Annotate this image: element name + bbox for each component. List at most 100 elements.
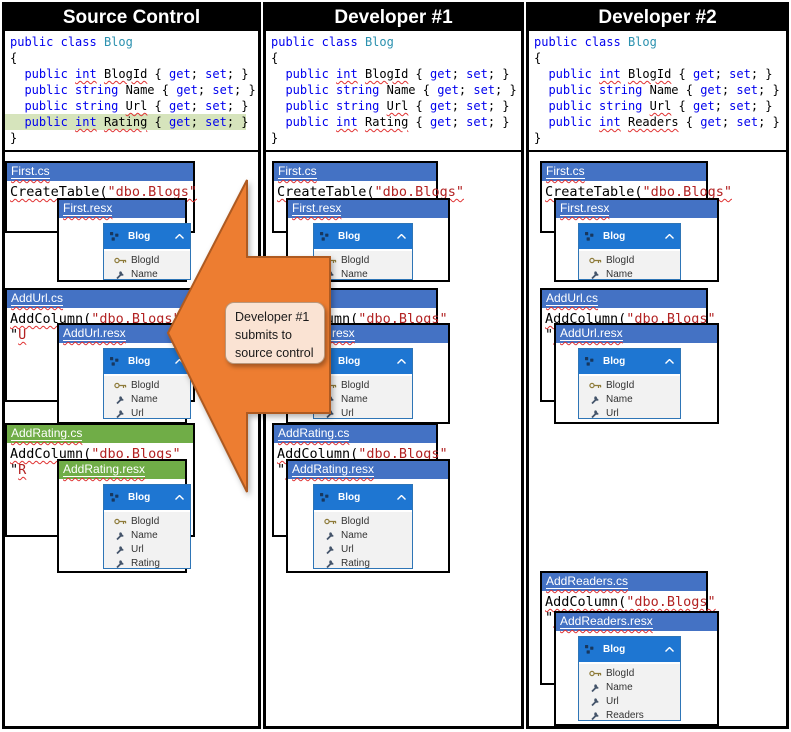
file-name: AddReaders.resx (560, 614, 653, 629)
wrench-icon (323, 558, 338, 569)
code-token: public (24, 83, 68, 97)
code-token: string (599, 99, 643, 113)
code-token: ; } (758, 83, 780, 97)
file-name-text: AddUrl.cs (11, 291, 64, 306)
code-token: CreateTable( (545, 184, 643, 200)
code-token: { (271, 51, 279, 65)
code-token: ; (190, 115, 206, 129)
code-token: AddColumn( (10, 446, 92, 462)
code-token (68, 99, 75, 113)
file-card-titlebar: First.cs (542, 163, 706, 181)
code-token: ; } (487, 67, 510, 81)
chevron-up-icon (665, 647, 674, 652)
code-token (10, 67, 24, 81)
code-token (97, 67, 104, 81)
code-token (271, 99, 285, 113)
wrench-icon (588, 408, 603, 419)
code-token: "dbo.Blogs" (374, 184, 464, 200)
code-token: get (693, 67, 715, 81)
code-token (592, 115, 599, 129)
code-token (118, 99, 125, 113)
code-token: public (548, 67, 592, 81)
code-line: } (5, 130, 246, 146)
entity-table-header: Blog (579, 637, 680, 662)
code-token (642, 99, 649, 113)
field-name: Rating (341, 557, 370, 569)
code-area-divider (266, 150, 521, 152)
field-name: Url (606, 407, 619, 419)
entity-field-row: Readers (579, 708, 680, 722)
code-token: int (75, 115, 97, 129)
code-token (97, 35, 104, 49)
code-line: public int BlogId { get; set; } (266, 66, 509, 82)
entity-table-title: Blog (603, 644, 626, 655)
code-token: public (285, 99, 329, 113)
code-token (592, 83, 599, 97)
code-token: Rating (103, 115, 148, 129)
column-title: Developer #2 (598, 7, 717, 28)
code-token: U (18, 327, 27, 343)
wrench-icon (113, 269, 128, 280)
entity-field-row: Rating (314, 556, 412, 570)
code-token (534, 115, 548, 129)
code-token (621, 67, 628, 81)
entity-field-row: Name (579, 680, 680, 694)
code-token: get (169, 67, 191, 81)
entity-table-header: Blog (579, 349, 680, 374)
file-name: First.resx (63, 201, 113, 216)
file-name: AddUrl.resx (63, 326, 126, 341)
code-token: { (534, 51, 542, 65)
code-token: ; (714, 67, 730, 81)
key-icon (113, 517, 128, 526)
code-token: get (430, 99, 452, 113)
code-token (358, 67, 365, 81)
field-name: BlogId (341, 379, 370, 391)
code-token: public (285, 67, 329, 81)
code-line: public class Blog (529, 34, 774, 50)
wrench-icon (323, 408, 338, 419)
key-icon (113, 256, 128, 265)
chevron-up-icon (665, 234, 674, 239)
file-card-titlebar: AddReaders.resx (556, 613, 717, 631)
code-token: ; (458, 83, 474, 97)
code-token: public (285, 83, 329, 97)
code-token: ; (721, 115, 737, 129)
wrench-icon (323, 530, 338, 541)
code-token: public (24, 115, 68, 129)
key-icon (323, 517, 338, 526)
migration-code-line: "R (10, 462, 26, 478)
field-name: Url (606, 695, 619, 707)
code-token: Url (386, 99, 409, 113)
entity-table-header: Blog (104, 349, 190, 374)
migration-code-line: AddColumn("dbo.Blogs" (10, 446, 181, 462)
entity-field-row: Name (104, 392, 190, 406)
code-line: public class Blog (5, 34, 246, 50)
entity-table-title: Blog (338, 356, 361, 367)
code-token: Url (125, 99, 148, 113)
chevron-up-icon (175, 234, 184, 239)
code-token: ; } (226, 99, 249, 113)
code-token: ; } (495, 83, 517, 97)
field-name: Name (341, 529, 368, 541)
file-name: AddUrl.cs (546, 291, 599, 306)
field-name: Readers (606, 709, 644, 721)
file-card-titlebar: AddUrl.resx (59, 325, 185, 343)
field-name: Name (131, 393, 158, 405)
code-token: " (545, 327, 554, 343)
code-token: BlogId (364, 67, 409, 81)
code-token: " (545, 610, 554, 626)
entity-table-title: Blog (128, 492, 151, 503)
field-name: Url (341, 407, 354, 419)
code-line: { (266, 50, 509, 66)
file-name: First.cs (278, 164, 317, 179)
code-token (271, 67, 285, 81)
file-name-text: AddRating.cs (278, 426, 350, 441)
code-token: set (205, 115, 227, 129)
code-token: Url (649, 99, 672, 113)
code-token (10, 99, 24, 113)
code-token (621, 115, 628, 129)
code-token: Name { (379, 83, 438, 97)
